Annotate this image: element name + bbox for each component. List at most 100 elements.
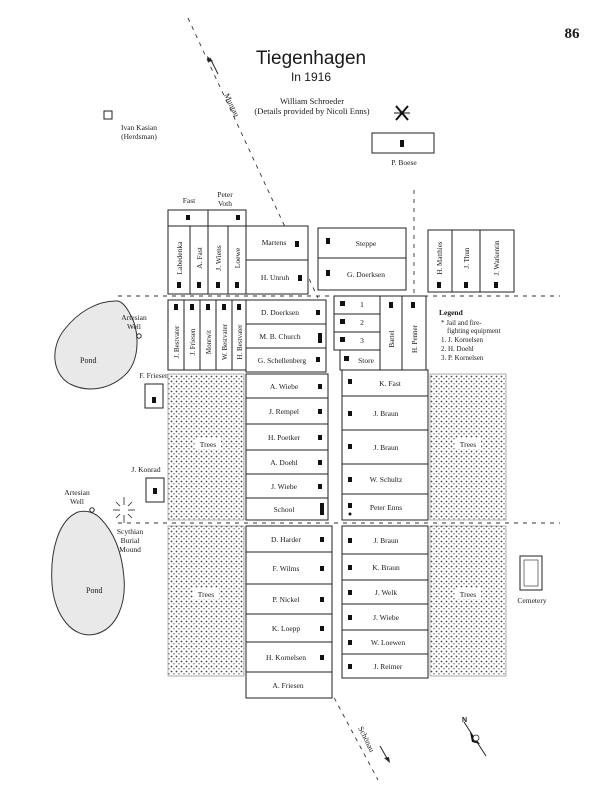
lot-j-welk: J. Welk — [375, 588, 397, 597]
lot-mb-church — [245, 323, 327, 349]
lot-voth — [207, 209, 247, 227]
legend-line-1: * Jail and fire- — [441, 319, 482, 327]
burial-mound-symbol — [113, 497, 135, 523]
cemetery-plot — [519, 555, 543, 591]
lot-j-rempel: J. Rempel — [269, 407, 299, 416]
lot-f-wilms: F. Wilms — [273, 564, 300, 573]
herdsman-hut — [103, 110, 113, 120]
north-vertical-lots: Labedenka A. Fast J. Wiens Loewe — [167, 225, 247, 295]
label-martens: Martens — [262, 238, 287, 247]
map-subtitle: In 1916 — [291, 70, 331, 84]
artesian-well-north — [136, 333, 142, 339]
lot-j-wiebe-2: J. Wiebe — [373, 613, 399, 622]
credit-source: (Details provided by Nicoli Enns) — [254, 106, 369, 116]
lot-k-fast: K. Fast — [379, 379, 402, 388]
label-d-doerksen: D. Doerksen — [261, 308, 299, 317]
lot-penner — [401, 295, 427, 371]
lot-loewe: Loewe — [233, 247, 242, 268]
lot-montwit: Montwit — [205, 330, 213, 354]
lot-p-nickel: P. Nickel — [272, 595, 299, 604]
road-label-muntau: Muntau — [222, 92, 241, 118]
label-store: Store — [358, 356, 375, 365]
lot-j-braun-1: J. Braun — [374, 409, 399, 418]
label-j-konrad: J. Konrad — [131, 465, 160, 474]
label-well-south-1: Artesian — [64, 488, 90, 497]
lot-j-bestvater: J. Bestvater — [173, 325, 181, 358]
label-trees-east-1: Trees — [460, 440, 476, 449]
lot-f-friesen — [144, 383, 164, 409]
lot-schellenberg — [245, 347, 327, 373]
legend-line-3: 1. J. Kornelsen — [441, 336, 483, 344]
label-well-north-1: Artesian — [121, 313, 147, 322]
label-unruh: H. Unruh — [261, 273, 290, 282]
lot-h-matthies: H. Matthies — [436, 241, 444, 274]
road-arrow-north — [207, 56, 219, 75]
legend-line-5: 3. P. Kornelsen — [441, 354, 484, 362]
label-burial-1: Scythian — [117, 527, 143, 536]
trees-west-2 — [167, 525, 245, 677]
lot-d-harder: D. Harder — [271, 535, 301, 544]
lot-j-wiens: J. Wiens — [214, 245, 223, 270]
lot-number-1: 1 — [360, 300, 364, 309]
map-title: Tiegenhagen — [256, 48, 366, 69]
label-burial-3: Mound — [119, 545, 141, 554]
lot-d-doerksen — [245, 299, 327, 325]
label-bartel: Bartel — [388, 330, 396, 347]
artesian-well-south — [89, 507, 95, 513]
label-pond-north: Pond — [80, 356, 96, 365]
north-arrow-label: N — [462, 717, 467, 724]
label-burial-2: Burial — [121, 536, 140, 545]
main-road-north — [187, 17, 319, 299]
lot-peter-enns: Peter Enns — [370, 503, 402, 512]
label-pond-south: Pond — [86, 586, 102, 595]
lot-a-fast: A. Fast — [195, 246, 204, 269]
pond-north — [54, 300, 138, 390]
far-south-west-lots: D. Harder F. Wilms P. Nickel K. Loepp H.… — [245, 525, 333, 699]
label-mb-church: M. B. Church — [259, 332, 301, 341]
label-well-north-2: Well — [127, 322, 141, 331]
label-trees-west-2: Trees — [198, 590, 214, 599]
label-voth-last: Voth — [218, 199, 232, 208]
middle-vertical-lots: J. Bestvater J. Friesen Montwit W. Bestv… — [167, 299, 247, 371]
lot-j-reimer: J. Reimer — [374, 662, 403, 671]
lot-number-2: 2 — [360, 318, 364, 327]
north-east-lots: H. Matthies J. Thun J. Warkentin — [427, 229, 515, 293]
label-voth-first: Peter — [217, 190, 233, 199]
road-label-schonau: Schönau — [356, 725, 376, 754]
north-arrow-icon: N — [462, 717, 487, 757]
trees-east-2 — [429, 525, 507, 677]
building-boese — [400, 140, 404, 147]
lot-j-friesen: J. Friesen — [189, 328, 197, 355]
legend-title: Legend — [439, 308, 464, 317]
lot-j-braun-2: J. Braun — [374, 443, 399, 452]
far-south-east-lots: J. Braun K. Braun J. Welk J. Wiebe W. Lo… — [341, 525, 429, 679]
lot-j-braun-3: J. Braun — [374, 536, 399, 545]
lot-school: School — [274, 505, 295, 514]
lot-steppe — [317, 227, 407, 259]
lot-w-loewen: W. Loewen — [371, 638, 406, 647]
credit-author: William Schroeder — [280, 96, 344, 106]
label-schellenberg: G. Schellenberg — [258, 356, 306, 365]
lot-a-wiebe: A. Wiebe — [270, 382, 299, 391]
label-trees-west-1: Trees — [200, 440, 216, 449]
pond-south — [51, 510, 125, 636]
lot-w-schultz: W. Schultz — [370, 475, 403, 484]
lot-h-kornelsen: H. Kornelsen — [266, 653, 306, 662]
lot-number-3: 3 — [360, 336, 364, 345]
herdsman-name: Ivan Kasian — [121, 123, 157, 132]
lot-a-friesen: A. Friesen — [272, 681, 303, 690]
label-f-friesen: F. Friesen — [139, 371, 169, 380]
lot-j-warkentin: J. Warkentin — [493, 240, 501, 276]
main-road-south — [329, 689, 379, 781]
lot-g-doerksen — [317, 257, 407, 291]
legend-line-2: fighting equipment — [447, 327, 501, 335]
legend: Legend * Jail and fire- fighting equipme… — [439, 308, 501, 362]
south-east-lots: K. Fast J. Braun J. Braun W. Schultz Pet… — [341, 369, 429, 521]
road-arrow-south — [379, 745, 390, 763]
lot-a-doehl: A. Doehl — [270, 458, 298, 467]
lot-k-braun: K. Braun — [372, 563, 400, 572]
lot-h-poetker: H. Poetker — [268, 433, 301, 442]
label-fast-top: Fast — [183, 196, 196, 205]
south-west-lots: A. Wiebe J. Rempel H. Poetker A. Doehl J… — [245, 373, 329, 521]
